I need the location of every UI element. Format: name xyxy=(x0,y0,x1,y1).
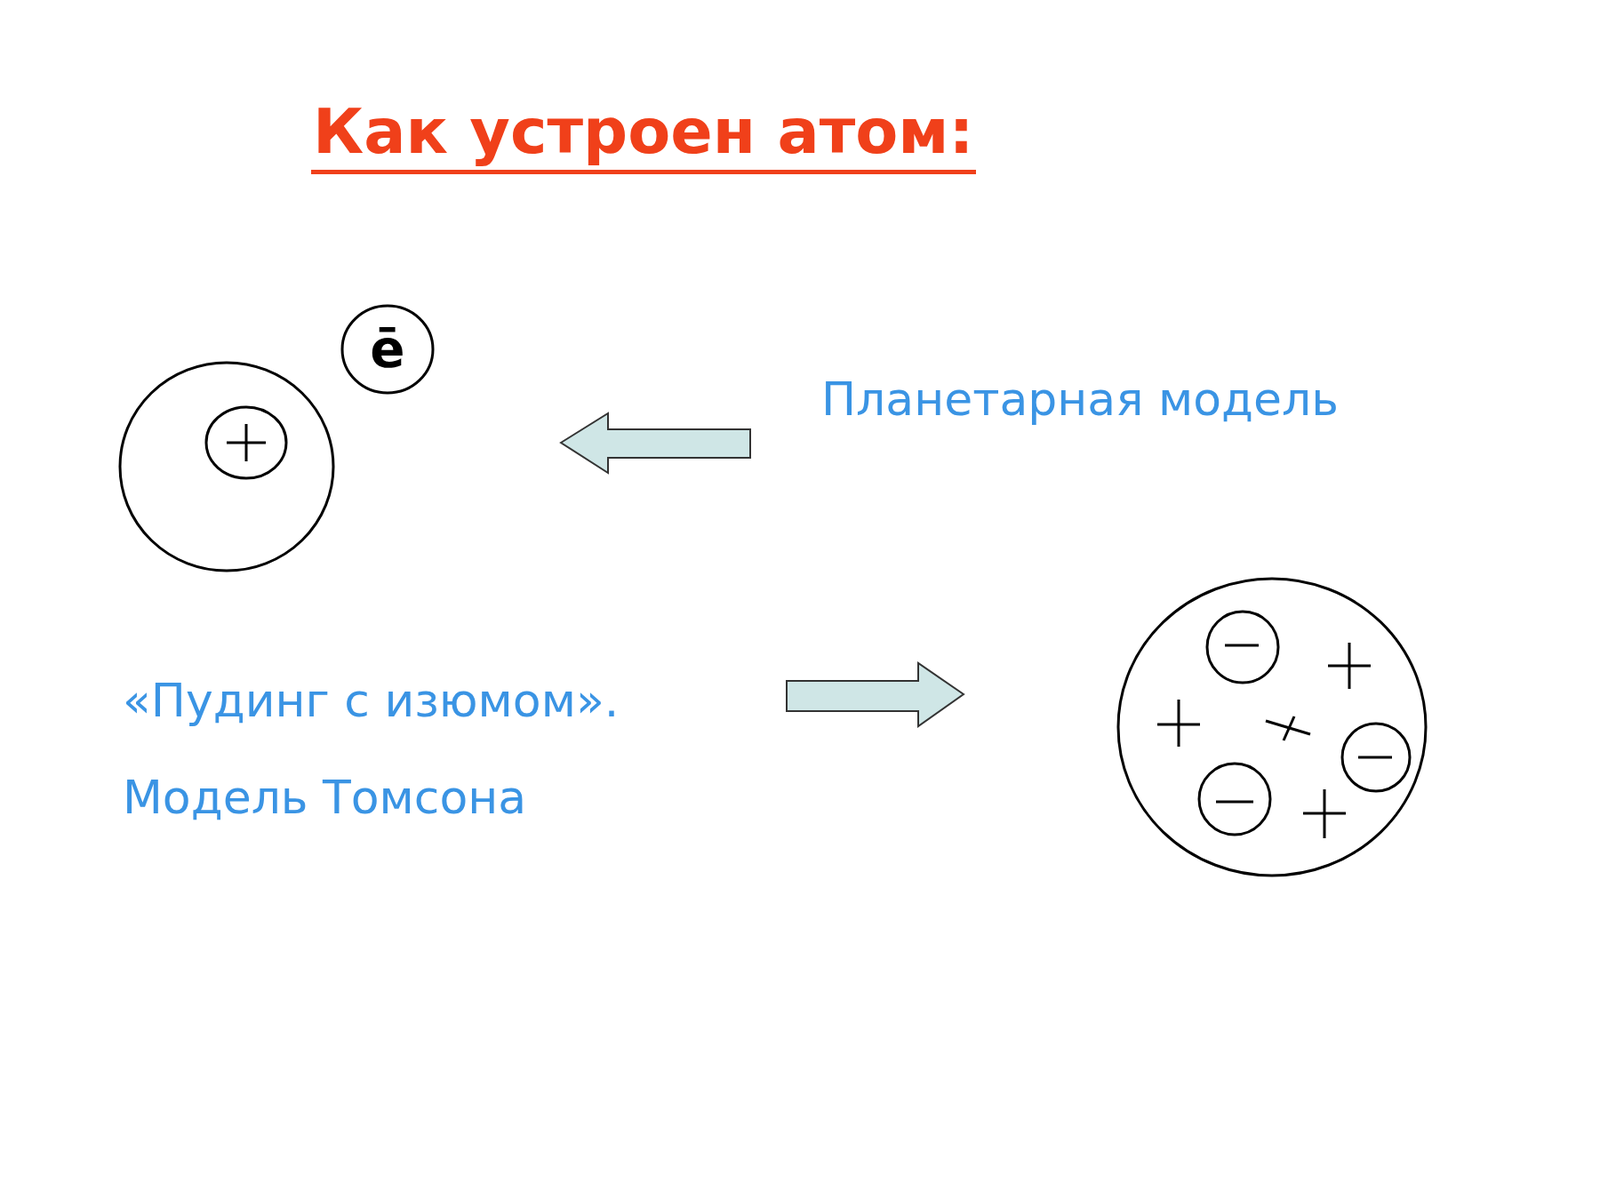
electron xyxy=(1207,611,1279,683)
left-arrow xyxy=(560,413,751,473)
model-caption: «Пудинг с изюмом». xyxy=(122,672,619,728)
electron-circle: ē xyxy=(340,302,435,397)
electron xyxy=(1199,763,1271,835)
node-text-holder: ē xyxy=(369,323,405,376)
plus-sign xyxy=(1157,699,1200,747)
electron xyxy=(1342,723,1410,792)
planetary-atom xyxy=(120,362,334,571)
thomson-atom xyxy=(1118,578,1426,876)
plus-sign xyxy=(1303,789,1346,839)
plus-sign xyxy=(1265,716,1311,741)
atom-outline xyxy=(1118,578,1426,876)
electron-symbol: ē xyxy=(369,323,405,376)
plus-sign xyxy=(1328,642,1371,689)
plus-sign xyxy=(245,424,248,462)
model-caption: Планетарная модель xyxy=(821,371,1339,427)
atom-outline xyxy=(120,362,334,571)
slide-title: Как устроен атом: xyxy=(311,96,976,175)
model-caption: Модель Томсона xyxy=(122,769,527,825)
right-arrow xyxy=(786,663,964,727)
nucleus xyxy=(206,407,287,479)
